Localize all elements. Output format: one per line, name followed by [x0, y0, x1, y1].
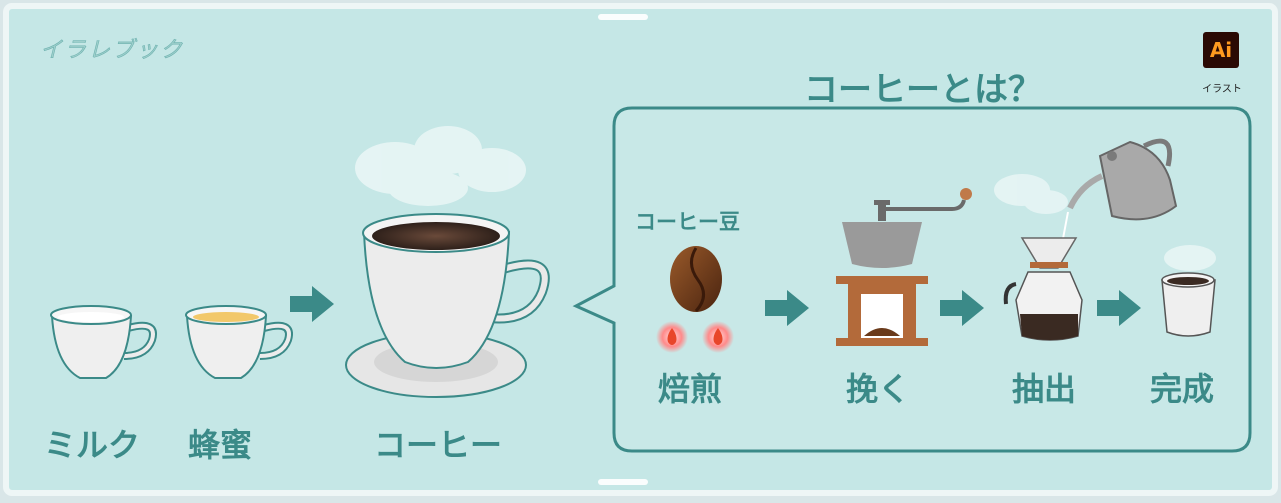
honey-cup-icon	[185, 305, 293, 379]
arrow-right-icon	[765, 290, 809, 326]
flame-icon	[702, 321, 734, 353]
steam-icon	[994, 174, 1068, 214]
coffee-cup-icon	[345, 213, 550, 398]
steam-icon	[1164, 245, 1216, 271]
label-coffee-bean: コーヒー豆	[635, 210, 740, 234]
flame-icon	[656, 321, 688, 353]
diagram-title: コーヒーとは？	[804, 70, 1042, 110]
steam-icon	[355, 126, 526, 206]
label-milk: ミルク	[44, 426, 141, 464]
kettle-icon	[1067, 138, 1178, 221]
ai-badge-text: Ai	[1209, 38, 1233, 62]
coffee-grinder-icon	[836, 188, 972, 346]
ai-badge-caption: イラスト	[1202, 84, 1242, 95]
step-complete: 完成	[1150, 370, 1215, 408]
coffee-dripper-icon	[1003, 237, 1083, 341]
label-honey: 蜂蜜	[188, 426, 253, 464]
bottom-notch	[598, 479, 648, 485]
arrow-right-icon	[1097, 290, 1141, 326]
step-extract: 抽出	[1012, 370, 1077, 408]
arrow-right-icon	[940, 290, 984, 326]
coffee-bean-icon	[670, 246, 722, 313]
top-notch	[598, 14, 648, 20]
finished-cup-icon	[1161, 272, 1216, 337]
step-roast: 焙煎	[658, 370, 723, 408]
arrow-right-icon	[290, 286, 334, 322]
step-grind: 挽く	[846, 370, 911, 408]
label-coffee: コーヒー	[374, 426, 503, 464]
brand-logo: イラレブック	[40, 38, 185, 64]
ai-badge: Ai	[1203, 32, 1239, 68]
milk-cup-icon	[50, 305, 157, 379]
